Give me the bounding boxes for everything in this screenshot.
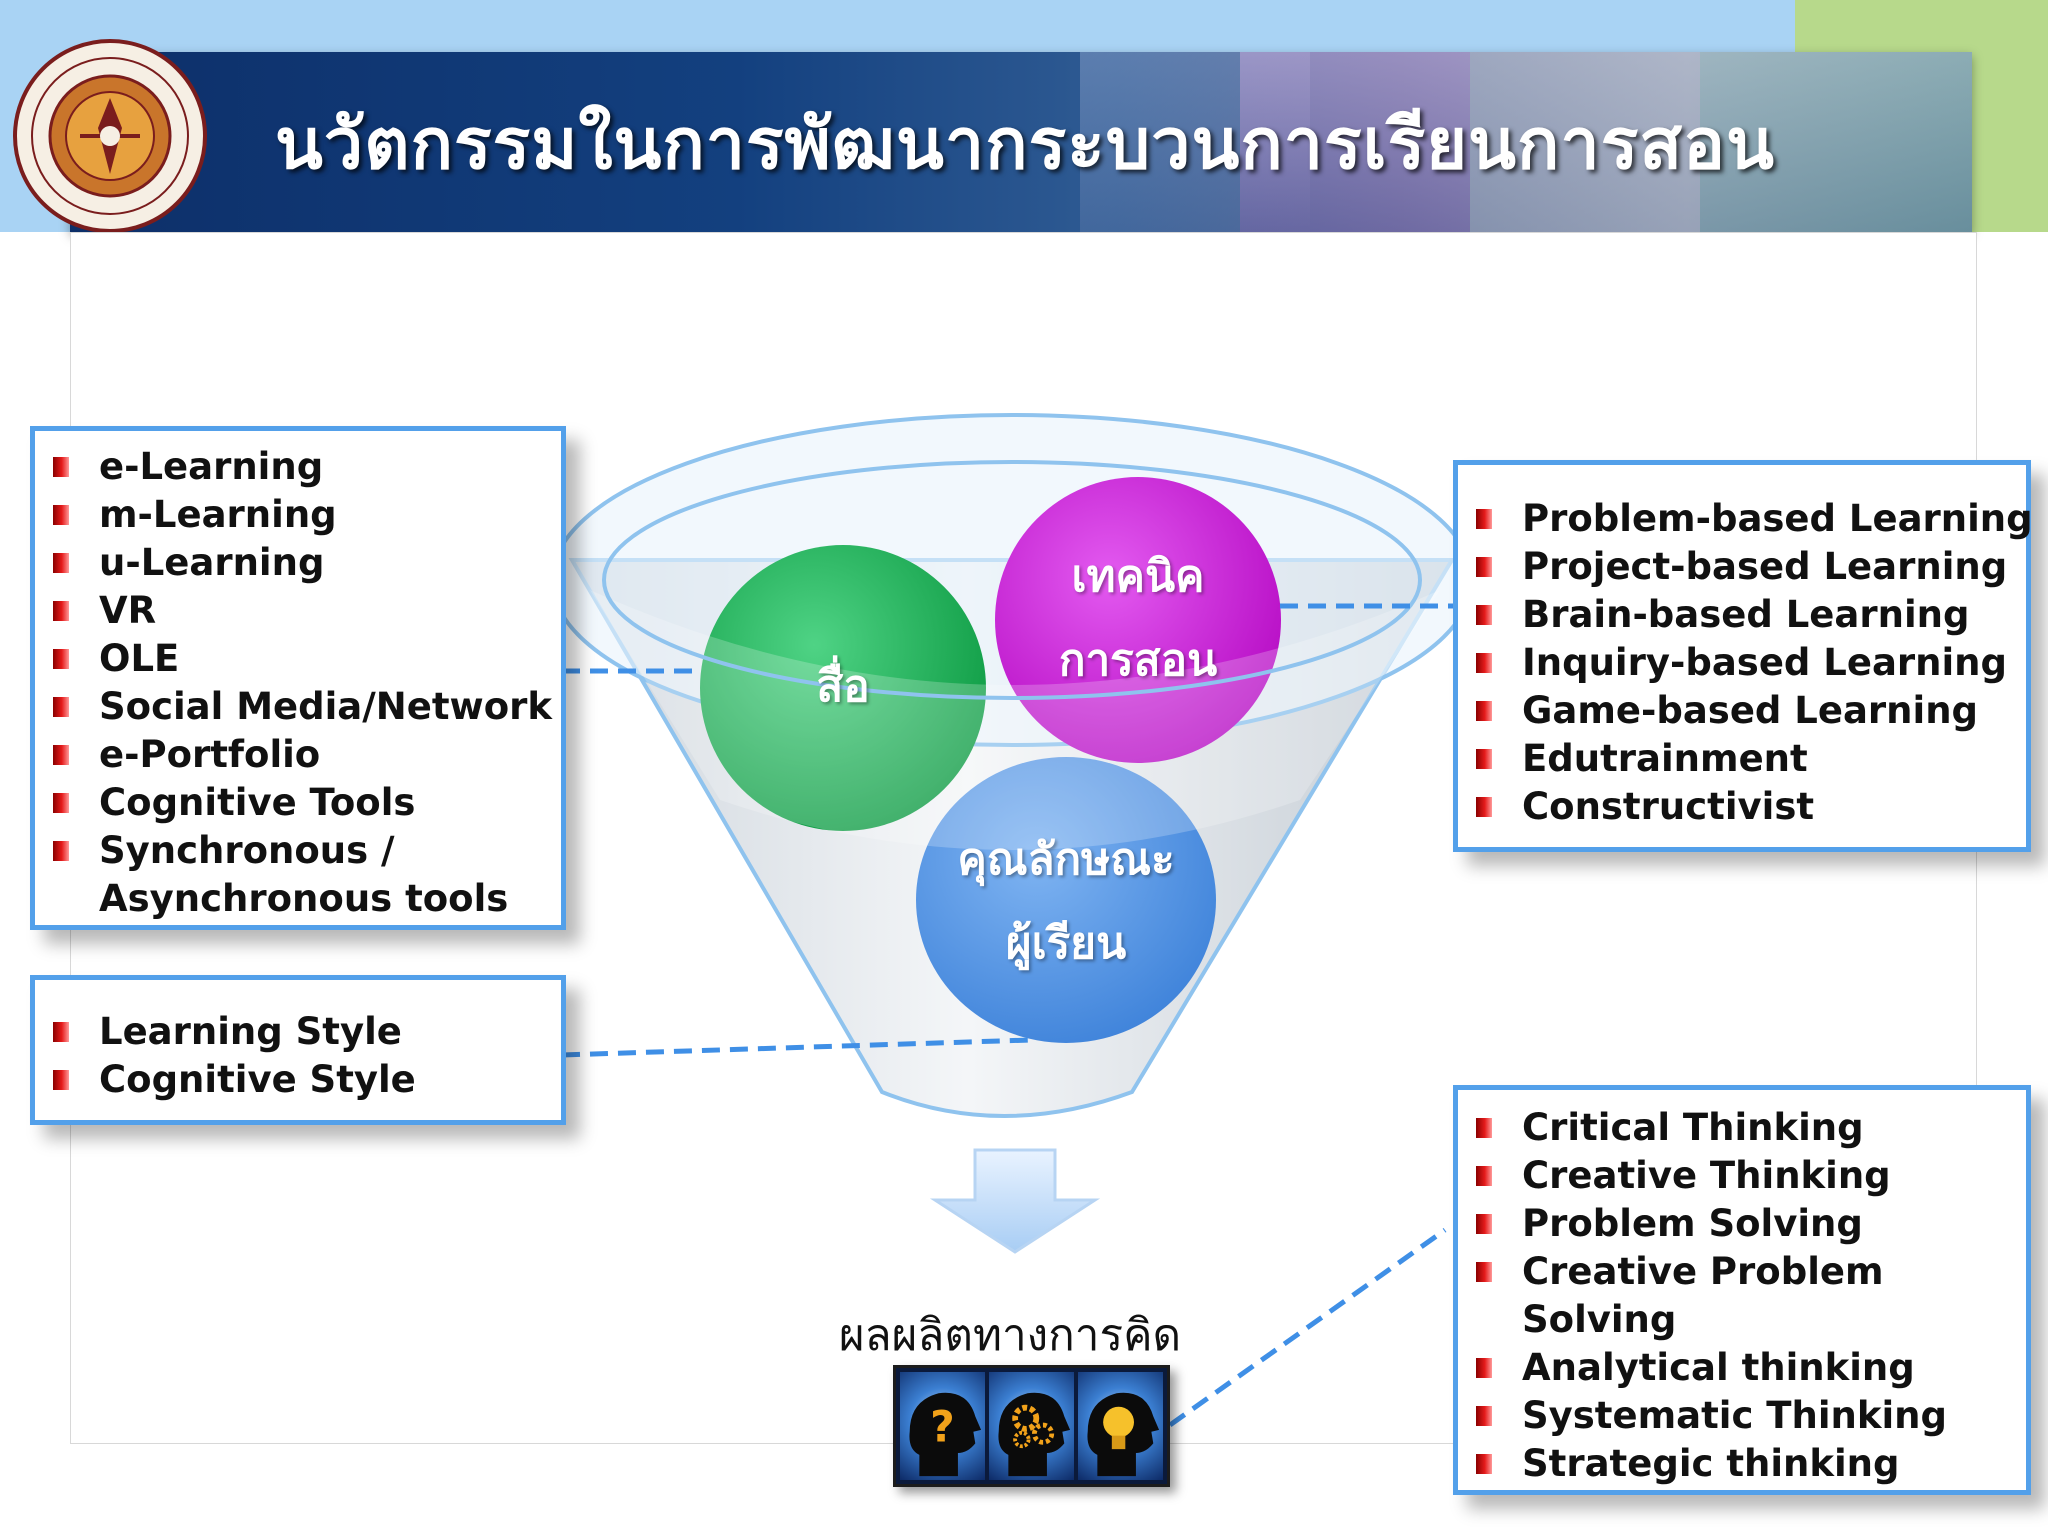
list-item: Creative Thinking <box>1458 1152 2026 1200</box>
thinking-output-label: ผลผลิตทางการคิด <box>838 1310 1182 1361</box>
list-item: Cognitive Tools <box>35 779 561 827</box>
bullet-icon <box>1476 1262 1492 1282</box>
bullet-icon <box>1476 509 1492 529</box>
list-item: Creative Problem <box>1458 1248 2026 1296</box>
bullet-icon <box>53 1022 69 1042</box>
bullet-icon <box>53 841 69 861</box>
list-item: m-Learning <box>35 491 561 539</box>
learner-label-line-2: ผู้เรียน <box>1005 918 1127 969</box>
media-circle-label: สื่อ <box>816 661 870 712</box>
thinking-output-box: Critical Thinking Creative Thinking Prob… <box>1453 1085 2031 1495</box>
bullet-icon <box>53 601 69 621</box>
technique-list: Problem-based Learning Project-based Lea… <box>1458 495 2033 831</box>
lightbulb-head-icon <box>1078 1372 1163 1480</box>
list-item: Brain-based Learning <box>1458 591 2026 639</box>
bullet-icon <box>1476 1214 1492 1234</box>
list-item: VR <box>35 587 561 635</box>
bullet-icon <box>1476 1166 1492 1186</box>
funnel-glass <box>590 590 1440 850</box>
list-item: Problem Solving <box>1458 1200 2026 1248</box>
bullet-icon <box>1476 701 1492 721</box>
bullet-icon <box>1476 653 1492 673</box>
bullet-icon <box>1476 1358 1492 1378</box>
connector-output <box>1168 1227 1447 1428</box>
bullet-icon <box>53 553 69 573</box>
list-item: Edutrainment <box>1458 735 2026 783</box>
list-item: Synchronous / <box>35 827 561 875</box>
bullet-icon <box>53 1070 69 1090</box>
list-item: Systematic Thinking <box>1458 1392 2026 1440</box>
style-list: Learning Style Cognitive Style <box>35 1008 561 1104</box>
list-item: e-Learning <box>35 443 561 491</box>
list-item: Learning Style <box>35 1008 561 1056</box>
question-head-icon: ? <box>900 1372 985 1480</box>
bullet-icon <box>53 457 69 477</box>
gears-head-icon <box>989 1372 1074 1480</box>
page-title: นวัตกรรมในการพัฒนากระบวนการเรียนการสอน <box>275 102 1775 185</box>
technique-label-line-2: การสอน <box>1058 635 1218 686</box>
bullet-icon <box>53 793 69 813</box>
list-item: Problem-based Learning <box>1458 495 2033 543</box>
thinking-heads-image: ? <box>893 1365 1170 1487</box>
bullet-icon <box>53 505 69 525</box>
list-item: e-Portfolio <box>35 731 561 779</box>
technique-circle <box>995 477 1281 763</box>
list-item: Analytical thinking <box>1458 1344 2026 1392</box>
svg-text:?: ? <box>930 1403 955 1452</box>
learner-circle <box>916 757 1216 1043</box>
bullet-icon <box>53 649 69 669</box>
bullet-icon <box>1476 1118 1492 1138</box>
list-item: Constructivist <box>1458 783 2026 831</box>
technique-circle-label: เทคนิค การสอน <box>1038 535 1238 703</box>
institution-seal-logo <box>10 36 210 236</box>
title-banner <box>70 52 1972 232</box>
learner-label-line-1: คุณลักษณะ <box>957 834 1175 885</box>
list-item: Social Media/Network <box>35 683 561 731</box>
list-item: u-Learning <box>35 539 561 587</box>
bullet-icon <box>1476 749 1492 769</box>
list-item: OLE <box>35 635 561 683</box>
list-item: Strategic thinking <box>1458 1440 2026 1488</box>
bullet-icon <box>1476 557 1492 577</box>
learner-circle-label: คุณลักษณะ ผู้เรียน <box>926 818 1206 986</box>
list-item: Game-based Learning <box>1458 687 2026 735</box>
list-item: Critical Thinking <box>1458 1104 2026 1152</box>
output-list: Critical Thinking Creative Thinking Prob… <box>1458 1104 2026 1488</box>
connector-style <box>561 1037 1031 1058</box>
bullet-icon <box>53 697 69 717</box>
bullet-icon <box>1476 605 1492 625</box>
list-item-continuation: Solving <box>1522 1298 1677 1341</box>
list-item: Inquiry-based Learning <box>1458 639 2026 687</box>
list-item-continuation: Asynchronous tools <box>99 877 509 920</box>
funnel-inner-rim <box>602 460 1422 700</box>
bullet-icon <box>53 745 69 765</box>
down-arrow-icon <box>929 1148 1101 1254</box>
learner-style-box: Learning Style Cognitive Style <box>30 975 566 1125</box>
list-item: Project-based Learning <box>1458 543 2026 591</box>
top-strip <box>0 0 1795 52</box>
bullet-icon <box>1476 797 1492 817</box>
media-list-box: e-Learning m-Learning u-Learning VR OLE … <box>30 426 566 930</box>
teaching-technique-box: Problem-based Learning Project-based Lea… <box>1453 460 2033 852</box>
bullet-icon <box>1476 1454 1492 1474</box>
bullet-icon <box>1476 1406 1492 1426</box>
media-list: e-Learning m-Learning u-Learning VR OLE … <box>35 443 561 923</box>
list-item: Cognitive Style <box>35 1056 561 1104</box>
technique-label-line-1: เทคนิค <box>1071 551 1205 602</box>
